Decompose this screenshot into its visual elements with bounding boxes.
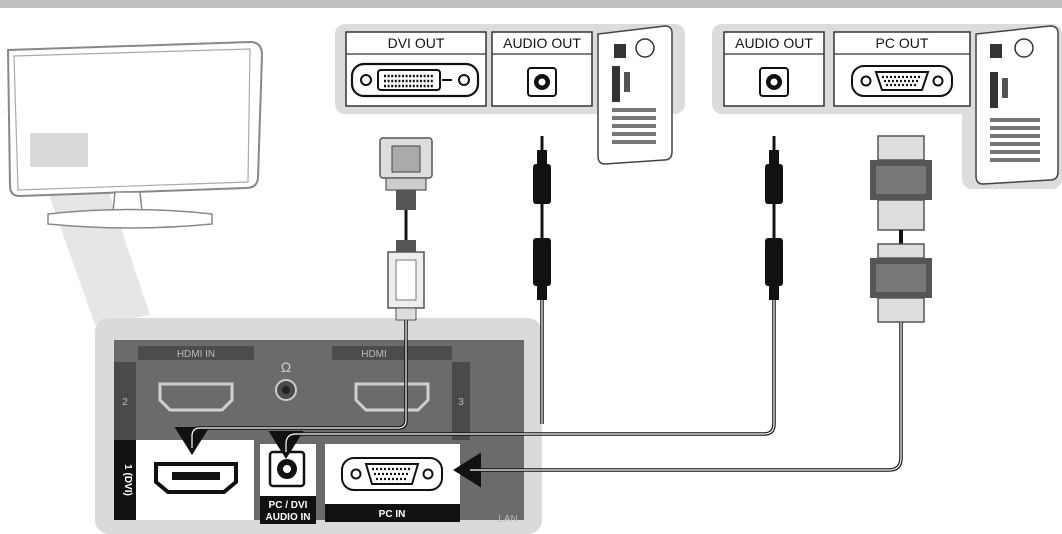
headphone-icon: Ω bbox=[281, 359, 291, 375]
pc-in-label: PC IN bbox=[379, 509, 406, 520]
rca-plug-icon bbox=[533, 136, 551, 300]
audio-jack-icon bbox=[527, 67, 557, 97]
tv-back-panel: HDMI IN 2 Ω HDMI 3 1 (DVI) bbox=[95, 318, 542, 534]
pc1-audio-out-label: AUDIO OUT bbox=[503, 35, 581, 51]
port-num-3: 3 bbox=[458, 397, 464, 408]
pc-dvi-audio-in-label-line2: AUDIO IN bbox=[266, 512, 311, 523]
dvi-out-label: DVI OUT bbox=[388, 35, 445, 51]
vga-port-icon bbox=[341, 457, 443, 491]
pc-dvi-audio-in-label-line1: PC / DVI bbox=[269, 500, 308, 511]
pc2-audio-out-label: AUDIO OUT bbox=[735, 35, 813, 51]
pc1-group: DVI OUT AUDIO OUT bbox=[335, 24, 685, 165]
pc-out-label: PC OUT bbox=[876, 35, 929, 51]
pc2-group: AUDIO OUT PC OUT bbox=[712, 24, 1062, 189]
vga-port-icon bbox=[851, 65, 953, 97]
vga-cable-icon bbox=[870, 135, 932, 323]
lan-label: LAN bbox=[498, 514, 517, 525]
top-border-line bbox=[0, 0, 1062, 8]
pc-tower-icon bbox=[975, 25, 1059, 185]
pc-tower-icon bbox=[597, 25, 673, 165]
hdmi-port-icon bbox=[354, 382, 430, 412]
port-num-2: 2 bbox=[122, 397, 128, 408]
hdmi-in-label: HDMI IN bbox=[177, 349, 215, 360]
dvi-port-icon bbox=[350, 62, 480, 98]
audio-jack-icon bbox=[759, 67, 789, 97]
tv-icon bbox=[6, 40, 264, 325]
hdmi-in-label-2: HDMI bbox=[361, 349, 387, 360]
hdmi1-dvi-label: 1 (DVI) bbox=[122, 464, 133, 496]
dvi-hdmi-cable-icon bbox=[379, 137, 433, 321]
rca-plug-icon bbox=[765, 136, 783, 300]
audio-jack-icon bbox=[268, 450, 306, 488]
hdmi-port-icon bbox=[154, 462, 238, 494]
hdmi-port-icon bbox=[158, 382, 234, 412]
tv-highlight-area bbox=[30, 133, 88, 167]
